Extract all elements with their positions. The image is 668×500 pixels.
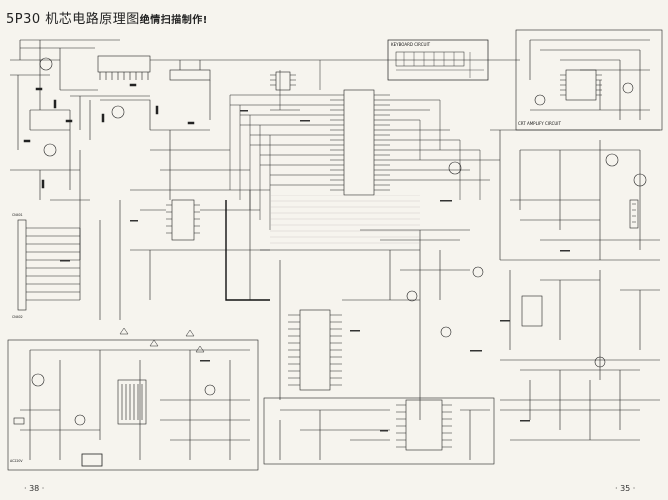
cn401-connector: [17, 200, 121, 320]
audio-ic: [263, 397, 495, 465]
page-title: 5P30 机芯电路原理图绝情扫描制作!: [6, 8, 208, 27]
horizontal-output-section: [448, 129, 660, 260]
keyboard-circuit-label: KEYBOARD CIRCUIT: [391, 42, 431, 47]
power-supply-section: [7, 339, 259, 471]
crt-amp-label: CRT AMPLIFY CIRCUIT: [518, 121, 561, 126]
tuner-section: [10, 39, 300, 260]
component-refs: [60, 110, 570, 432]
keyboard-circuit: [387, 39, 489, 81]
title-main: 5P30 机芯电路原理图: [6, 12, 140, 27]
ac-input-label: AC220V: [10, 459, 23, 463]
page-number-right: · 35 ·: [615, 484, 636, 493]
mcu-bus-lines: [229, 59, 520, 230]
ic-middle-left: [130, 189, 270, 300]
mcu-ic: [330, 89, 390, 196]
crt-amplify-circuit: [515, 29, 663, 131]
cn401-label: CN401: [12, 213, 23, 217]
audio-amp-section: [406, 259, 660, 441]
top-left-components: [23, 83, 195, 189]
power-switch: [81, 453, 103, 467]
signal-bus-area: [270, 195, 420, 245]
warning-triangles: [119, 327, 205, 353]
decoder-ic: [260, 229, 470, 420]
bus-outline: [225, 200, 270, 301]
page-number-left: · 38 ·: [24, 484, 45, 493]
ic-top-center: [270, 71, 296, 91]
cn402-label: CN402: [12, 315, 23, 319]
title-sub: 绝情扫描制作!: [139, 15, 208, 26]
